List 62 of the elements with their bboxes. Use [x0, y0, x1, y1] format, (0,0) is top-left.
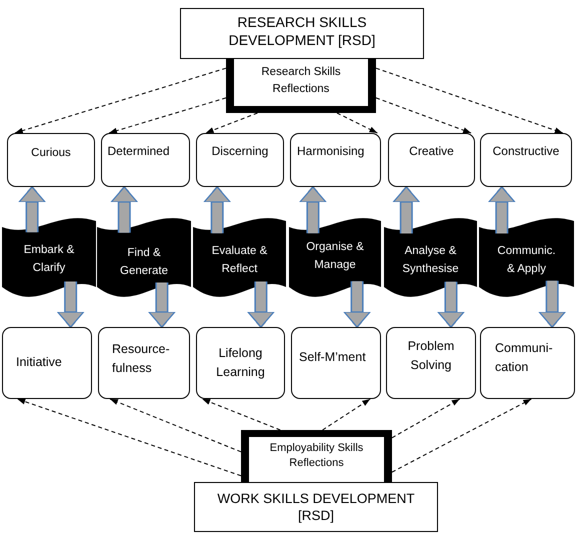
attribute-label: Determined — [108, 144, 170, 160]
dashed-arrow — [336, 112, 378, 134]
dashed-arrow — [322, 398, 371, 430]
reflection-text: Employability Skills Reflections — [268, 441, 364, 472]
skill-label: Problem Solving — [406, 338, 456, 374]
skill-label: Lifelong Learning — [215, 345, 266, 382]
attribute-box — [101, 133, 190, 187]
attribute-box — [480, 133, 572, 187]
block-arrow — [148, 282, 176, 328]
block-arrow — [18, 186, 46, 232]
reflection-panel — [226, 59, 376, 113]
dashed-arrow — [16, 398, 242, 476]
title-box — [180, 8, 424, 59]
skill-box — [480, 327, 575, 399]
attribute-label: Curious — [31, 146, 71, 161]
dashed-arrow — [376, 68, 564, 134]
block-arrow — [247, 282, 275, 328]
attribute-label: Discerning — [212, 144, 268, 160]
dashed-arrow — [376, 97, 472, 134]
skill-label: Initiative — [16, 354, 62, 371]
stage-label: Find & Generate — [119, 246, 169, 279]
reflection-panel — [241, 430, 392, 482]
dashed-arrow — [202, 398, 281, 430]
skill-box — [98, 327, 190, 399]
dashed-arrow — [108, 97, 226, 134]
attribute-box — [290, 133, 381, 187]
title-text: RESEARCH SKILLS DEVELOPMENT [RSD] — [228, 14, 376, 49]
skill-label: Communi- cation — [495, 340, 554, 376]
title-box — [194, 482, 438, 532]
stage-label: Evaluate & Reflect — [210, 244, 268, 277]
attribute-box — [196, 133, 284, 187]
skill-box — [386, 327, 476, 399]
skill-label: Self-M’ment — [299, 349, 366, 366]
block-arrow — [437, 282, 465, 328]
block-arrow — [488, 186, 516, 234]
skill-box — [2, 327, 92, 399]
dashed-arrow — [14, 68, 226, 134]
dashed-arrow — [205, 112, 258, 134]
block-arrow — [299, 186, 327, 234]
stage-label: Communic. & Apply — [496, 244, 557, 277]
attribute-box — [7, 133, 95, 187]
dashed-arrow — [109, 398, 242, 452]
attribute-box — [388, 133, 475, 187]
attribute-label: Creative — [409, 144, 454, 160]
skill-label: Resource- fulness — [112, 341, 171, 378]
reflection-text: Research Skills Reflections — [260, 65, 342, 97]
attribute-label: Harmonising — [297, 144, 364, 160]
block-arrow — [392, 186, 420, 234]
stage-label: Analyse & Synthesise — [401, 244, 460, 277]
skill-box — [196, 327, 285, 399]
block-arrow — [110, 186, 138, 233]
block-arrow — [204, 186, 231, 234]
dashed-arrow — [392, 398, 460, 438]
stage-label: Embark & Clarify — [22, 243, 76, 276]
block-arrow — [56, 282, 84, 328]
title-text: WORK SKILLS DEVELOPMENT [RSD] — [216, 490, 416, 524]
block-arrow — [343, 281, 371, 328]
block-arrow — [538, 280, 566, 328]
stage-label: Organise & Manage — [305, 240, 365, 273]
dashed-arrow — [392, 398, 532, 473]
attribute-label: Constructive — [492, 144, 560, 160]
skill-box — [291, 327, 381, 399]
